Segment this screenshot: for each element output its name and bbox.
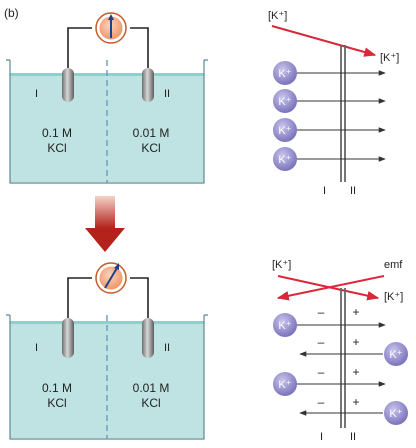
charge-minus: – (318, 335, 325, 349)
potassium-ion: K⁺ (273, 89, 297, 113)
svg-text:K⁺: K⁺ (278, 379, 291, 391)
top-right-salt: KCl (141, 141, 160, 155)
top-gradient-right-label: [K⁺] (380, 52, 399, 64)
svg-text:K⁺: K⁺ (389, 408, 402, 420)
bottom-gradient-left-label: [K⁺] (272, 259, 291, 271)
top-left-salt: KCl (47, 141, 66, 155)
top-right-conc: 0.01 M (133, 126, 170, 140)
bottom-voltmeter (95, 262, 127, 294)
emf-label: emf (384, 259, 403, 271)
bottom-compartment-II: II (164, 342, 170, 354)
top-flux-diagram: [K⁺] [K⁺] K⁺ K⁺ K⁺ K⁺ I II (268, 10, 399, 197)
charge-plus: + (352, 335, 359, 349)
top-gradient-arrow (271, 25, 377, 57)
svg-text:K⁺: K⁺ (278, 68, 291, 80)
svg-text:K⁺: K⁺ (278, 96, 291, 108)
charge-minus: – (318, 395, 325, 409)
top-compartment-II: II (164, 88, 170, 100)
potassium-ion: K⁺ (273, 313, 297, 337)
bottom-right-salt: KCl (141, 396, 160, 410)
top-wire (67, 27, 149, 72)
top-side-I: I (323, 185, 326, 197)
bottom-left-conc: 0.1 M (42, 381, 72, 395)
charge-plus: + (352, 395, 359, 409)
top-voltmeter (95, 12, 127, 44)
top-side-II: II (350, 185, 356, 197)
top-compartment-I: I (35, 88, 38, 100)
emf-arrow (276, 275, 385, 301)
charge-plus: + (352, 305, 359, 319)
bottom-cell: I II 0.1 M KCl 0.01 M KCl (6, 262, 208, 440)
bottom-needle (104, 267, 118, 289)
charge-minus: – (318, 305, 325, 319)
bottom-electrode-left (62, 318, 74, 358)
charge-minus: – (318, 365, 325, 379)
top-electrode-left (62, 68, 74, 102)
top-electrode-right (142, 68, 154, 102)
potassium-ion: K⁺ (273, 147, 297, 171)
svg-text:K⁺: K⁺ (278, 320, 291, 332)
top-left-conc: 0.1 M (42, 126, 72, 140)
potassium-ion: K⁺ (384, 342, 408, 366)
panel-label: (b) (4, 6, 19, 20)
bottom-flux-diagram: [K⁺] emf [K⁺] – + – + – + – + K⁺ K⁺ K (272, 259, 408, 443)
bottom-left-salt: KCl (47, 396, 66, 410)
bottom-electrode-right (142, 318, 154, 358)
bottom-side-II: II (350, 431, 356, 443)
bottom-compartment-I: I (35, 342, 38, 354)
svg-text:K⁺: K⁺ (278, 154, 291, 166)
bottom-right-conc: 0.01 M (133, 381, 170, 395)
charge-plus: + (352, 365, 359, 379)
potassium-ion: K⁺ (273, 372, 297, 396)
bottom-side-I: I (320, 431, 323, 443)
svg-text:K⁺: K⁺ (278, 125, 291, 137)
bottom-wire (67, 277, 149, 322)
top-cell: I II 0.1 M KCl 0.01 M KCl (6, 12, 208, 184)
transition-arrow (85, 196, 125, 252)
potassium-ion: K⁺ (273, 61, 297, 85)
bottom-gradient-right-label: [K⁺] (384, 291, 403, 303)
potassium-ion: K⁺ (384, 401, 408, 425)
svg-text:K⁺: K⁺ (389, 349, 402, 361)
potassium-ion: K⁺ (273, 118, 297, 142)
top-gradient-left-label: [K⁺] (268, 10, 287, 22)
